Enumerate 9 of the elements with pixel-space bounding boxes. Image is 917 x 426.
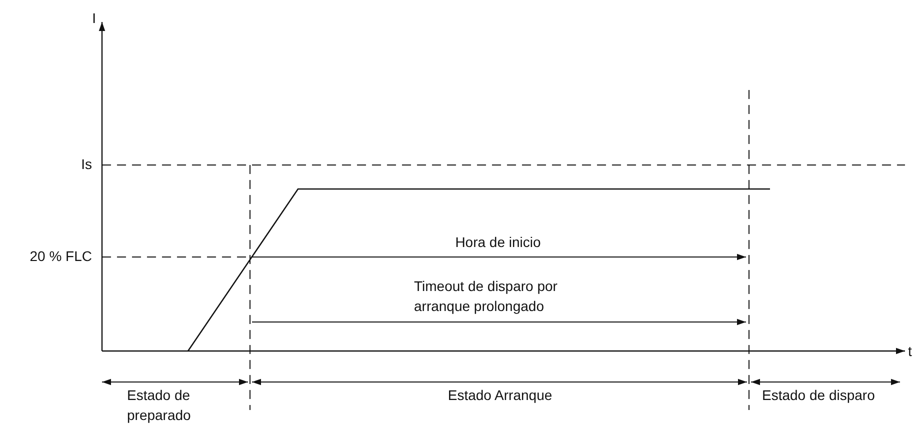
axis-label: Estado Arranque [448, 386, 552, 405]
axis-label: t [908, 342, 912, 361]
axis-label: Hora de inicio [455, 233, 541, 252]
axis-label: Timeout de disparo por arranque prolongado [414, 277, 558, 316]
axis-label: Estado de preparado [127, 386, 192, 425]
axis-label: Estado de disparo [762, 386, 875, 405]
axis-label: Is [81, 155, 92, 174]
axis-label: 20 % FLC [30, 247, 92, 266]
axis-label: I [92, 9, 96, 28]
